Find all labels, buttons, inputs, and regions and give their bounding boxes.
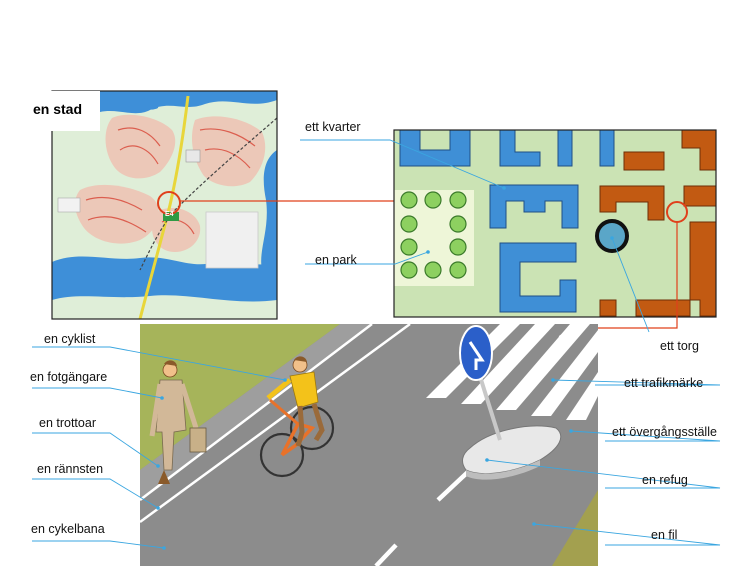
map-highlight-circle (157, 191, 181, 215)
pedestrian-figure (149, 360, 207, 484)
label-fotgangare: en fotgängare (30, 370, 108, 384)
park-bushes (400, 191, 467, 279)
label-rannsten: en rännsten (37, 462, 104, 476)
label-overgangsstalle: ett övergångsställe (612, 425, 717, 439)
map-title-box (24, 91, 100, 131)
label-refug: en refug (642, 473, 688, 487)
label-cykelbana: en cykelbana (31, 522, 105, 536)
map-title: en stad (33, 101, 83, 117)
road-shield (163, 212, 179, 221)
road-shield-label: E4 (165, 211, 174, 218)
label-torg: ett torg (660, 339, 699, 353)
label-trottoar: en trottoar (39, 416, 96, 430)
label-cyklist: en cyklist (44, 332, 96, 346)
label-park: en park (315, 253, 357, 267)
label-kvarter: ett kvarter (305, 120, 361, 134)
city-map-terrain (52, 91, 277, 319)
block-to-street-line (598, 222, 678, 329)
plaza-circle (595, 219, 629, 253)
cyclist-figure (259, 356, 335, 478)
label-fil: en fil (651, 528, 678, 542)
label-trafikmarke: ett trafikmärke (624, 376, 704, 390)
zebra-stripes (426, 324, 598, 420)
